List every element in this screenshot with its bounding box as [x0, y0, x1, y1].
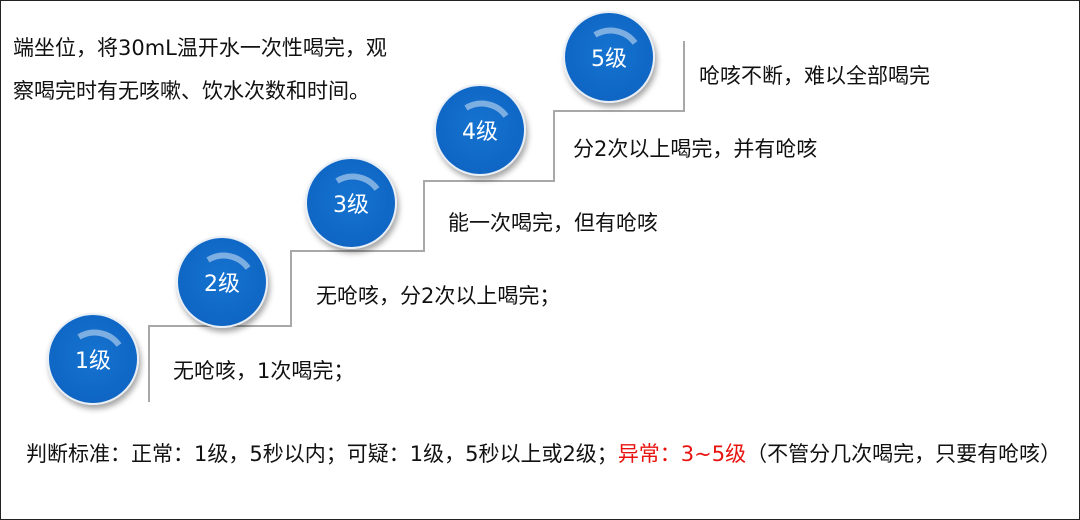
stair-line — [423, 180, 555, 182]
stair-line — [148, 326, 150, 402]
level-5-badge: 5级 — [563, 11, 655, 103]
criteria-text: 判断标准：正常：1级，5秒以内；可疑：1级，5秒以上或2级；异常：3~5级（不管… — [26, 433, 1066, 476]
level-label: 4级 — [462, 120, 498, 145]
stair-line — [553, 111, 555, 182]
stair-line — [290, 250, 425, 252]
level-4-desc: 分2次以上喝完，并有呛咳 — [573, 137, 818, 161]
level-label: 1级 — [75, 349, 111, 374]
stair-line — [553, 110, 685, 112]
arc-highlight-icon — [335, 173, 380, 191]
level-label: 5级 — [591, 47, 627, 72]
level-1-desc: 无呛咳，1次喝完； — [173, 359, 355, 383]
criteria-suffix: （不管分几次喝完，只要有呛咳） — [746, 442, 1062, 466]
level-3-desc: 能一次喝完，但有呛咳 — [448, 211, 658, 235]
level-label: 3级 — [333, 193, 369, 218]
level-2-desc: 无呛咳，分2次以上喝完； — [316, 284, 561, 308]
criteria-prefix: 判断标准：正常：1级，5秒以内；可疑：1级，5秒以上或2级； — [26, 442, 618, 466]
criteria-abnormal: 异常：3~5级 — [617, 442, 747, 466]
level-4-badge: 4级 — [434, 84, 526, 176]
stair-line — [423, 181, 425, 252]
arc-highlight-icon — [77, 329, 122, 347]
arc-highlight-icon — [206, 252, 251, 270]
level-label: 2级 — [204, 272, 240, 297]
arc-highlight-icon — [593, 27, 638, 45]
stair-line — [683, 41, 685, 112]
arc-highlight-icon — [464, 100, 509, 118]
level-3-badge: 3级 — [305, 157, 397, 249]
intro-text: 端坐位，将30mL温开水一次性喝完，观察喝完时有无咳嗽、饮水次数和时间。 — [13, 36, 387, 103]
level-5-desc: 呛咳不断，难以全部喝完 — [699, 64, 930, 88]
stair-line — [290, 251, 292, 327]
level-1-badge: 1级 — [47, 313, 139, 405]
level-2-badge: 2级 — [176, 236, 268, 328]
